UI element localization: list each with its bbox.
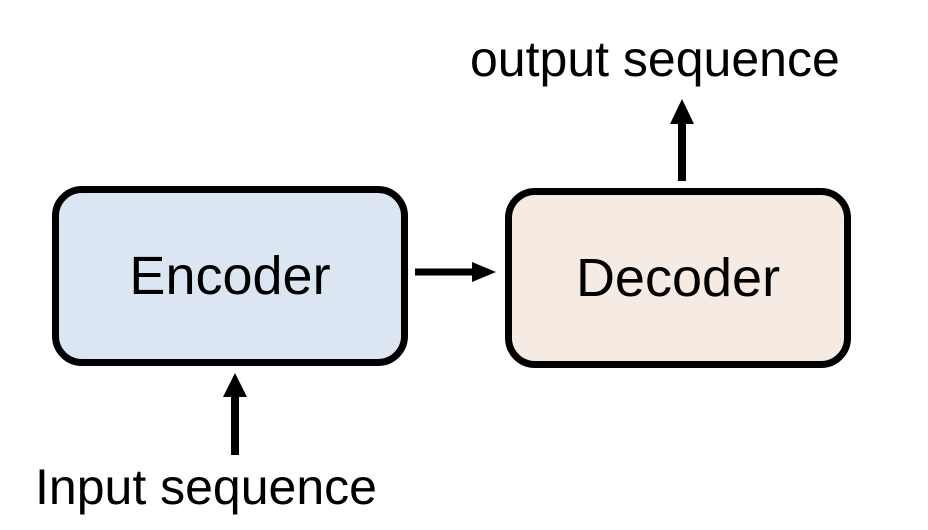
input-sequence-label: Input sequence (35, 459, 377, 515)
encoder-to-decoder-arrow (415, 262, 496, 282)
output-sequence-label: output sequence (470, 31, 840, 87)
input-to-encoder-arrow (223, 373, 247, 455)
decoder-label: Decoder (575, 248, 781, 308)
encoder-label: Encoder (129, 246, 331, 306)
decoder-to-output-arrow (670, 99, 694, 181)
decoder-box: Decoder (505, 188, 851, 368)
encoder-box: Encoder (52, 186, 408, 366)
